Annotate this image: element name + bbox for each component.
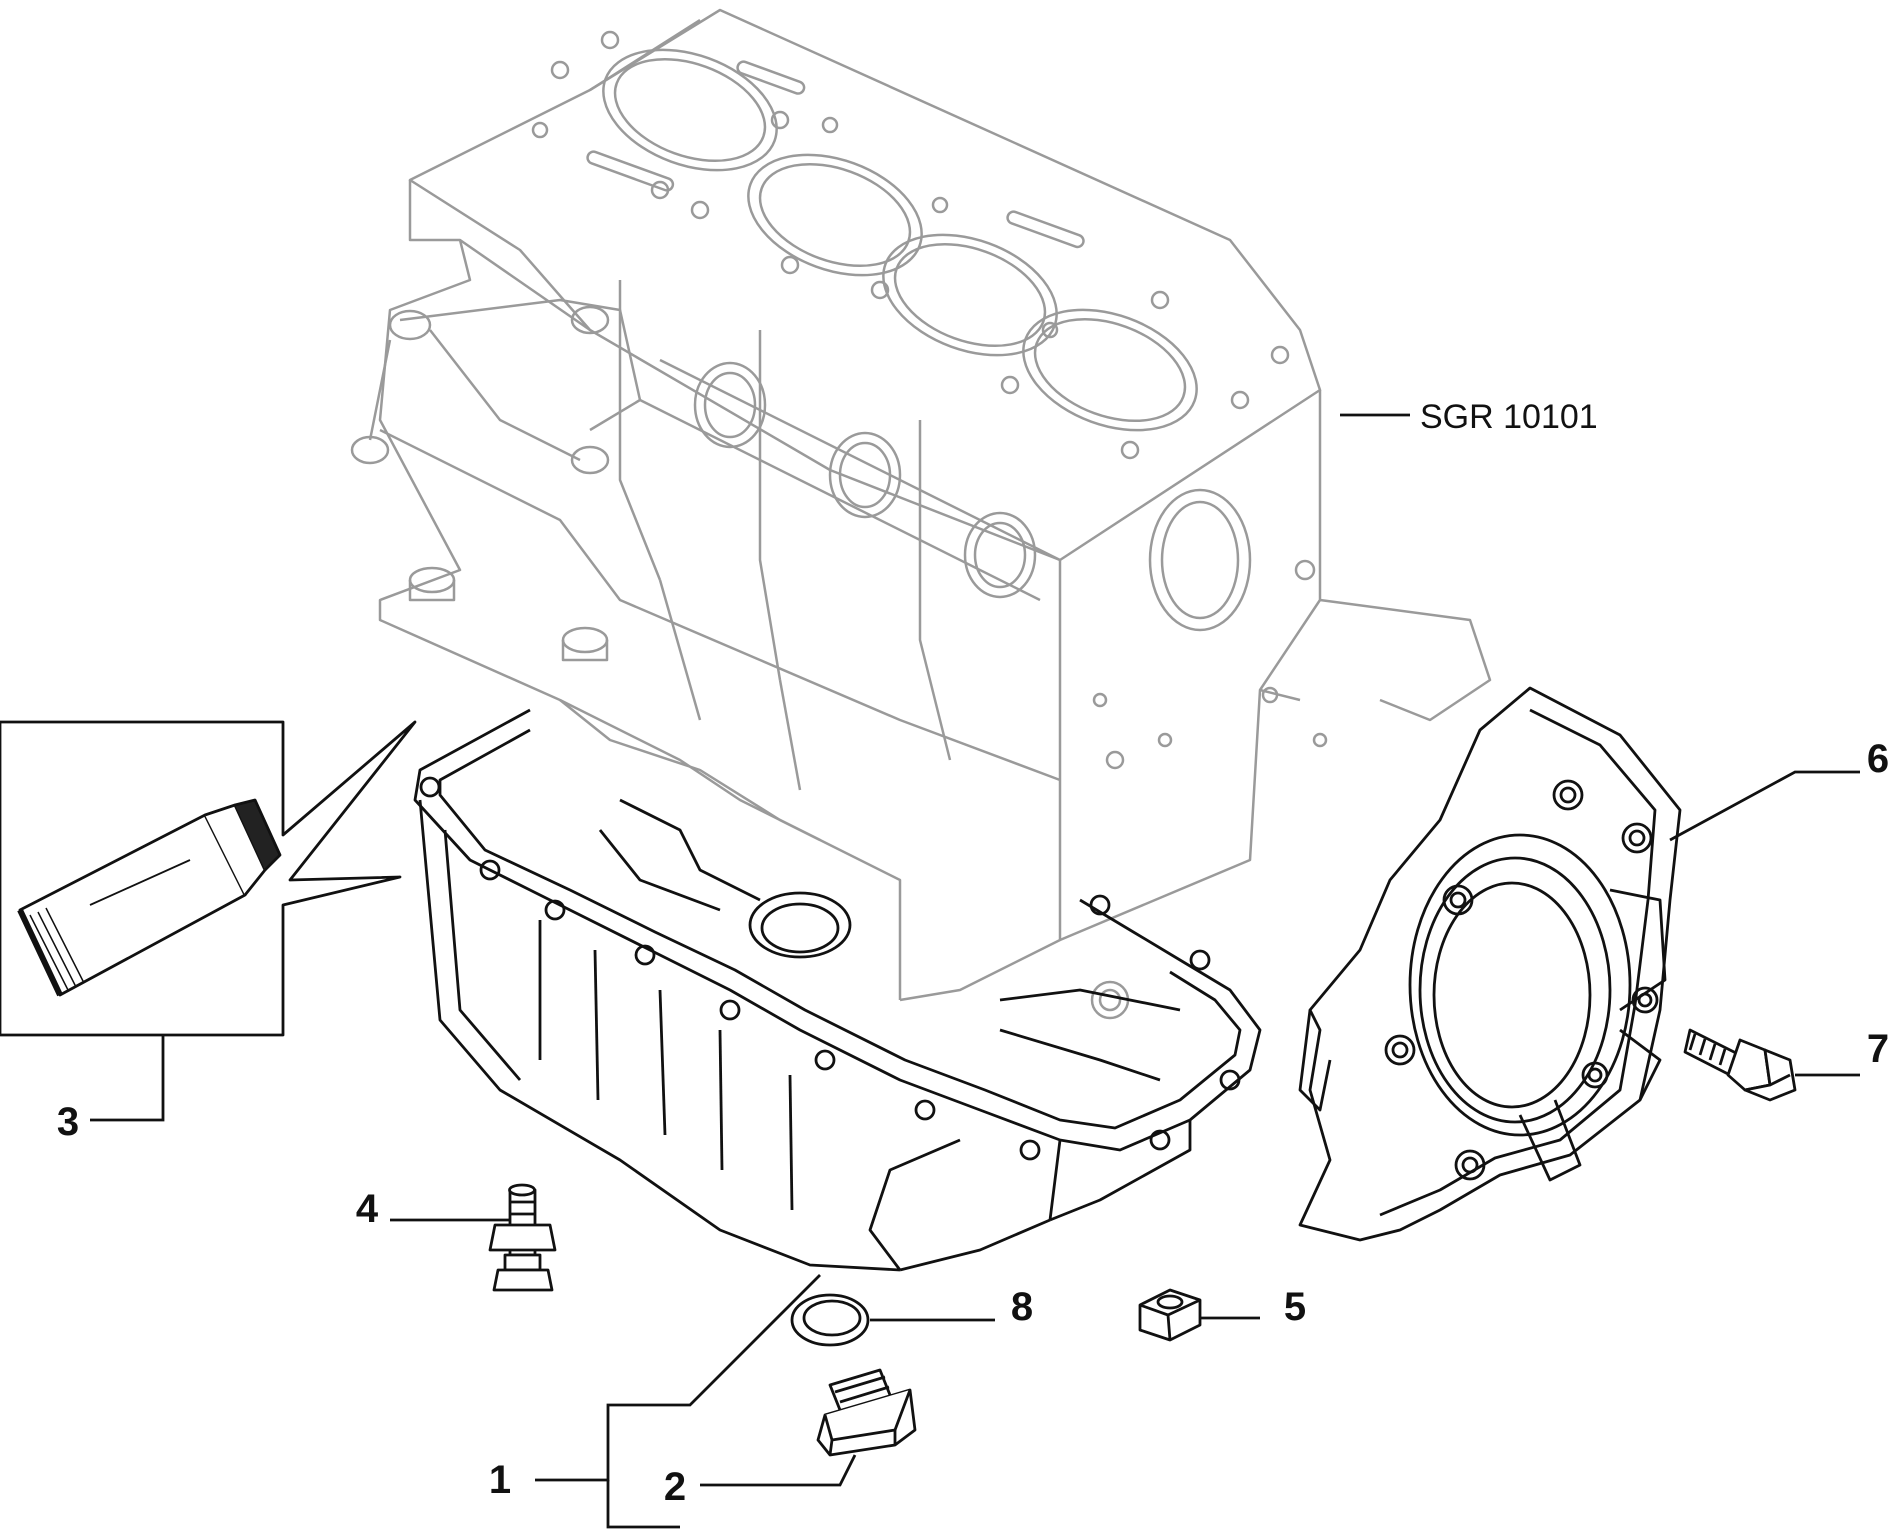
leader-3 — [90, 1035, 165, 1122]
leader-1-branch — [606, 1480, 680, 1529]
callout-3: 3 — [57, 1100, 79, 1144]
leader-6 — [1669, 770, 1860, 842]
engine-block-outline — [350, 8, 1492, 1020]
reference-code: SGR 10101 — [1420, 398, 1598, 436]
drain-plug — [816, 1368, 917, 1457]
leader-1 — [535, 1274, 821, 1482]
leader-lines — [90, 413, 1860, 1529]
callout-5: 5 — [1284, 1285, 1306, 1329]
inset-callout-frame — [0, 720, 417, 1037]
sealing-washer — [790, 1293, 870, 1347]
oil-sump — [413, 708, 1262, 1272]
hex-screw — [1683, 1028, 1797, 1102]
callout-6: 6 — [1867, 737, 1889, 781]
callout-4: 4 — [356, 1187, 379, 1231]
callout-2: 2 — [664, 1465, 686, 1509]
callout-8: 8 — [1011, 1285, 1033, 1329]
hex-nut — [1138, 1288, 1202, 1342]
sealant-tube-icon — [17, 798, 282, 997]
stud-bolt — [488, 1183, 557, 1292]
callout-7: 7 — [1867, 1027, 1889, 1071]
rear-seal-cover — [1298, 686, 1682, 1242]
sealant-tube-inset — [0, 720, 417, 1037]
callout-1: 1 — [489, 1458, 511, 1502]
leader-2 — [700, 1454, 857, 1487]
